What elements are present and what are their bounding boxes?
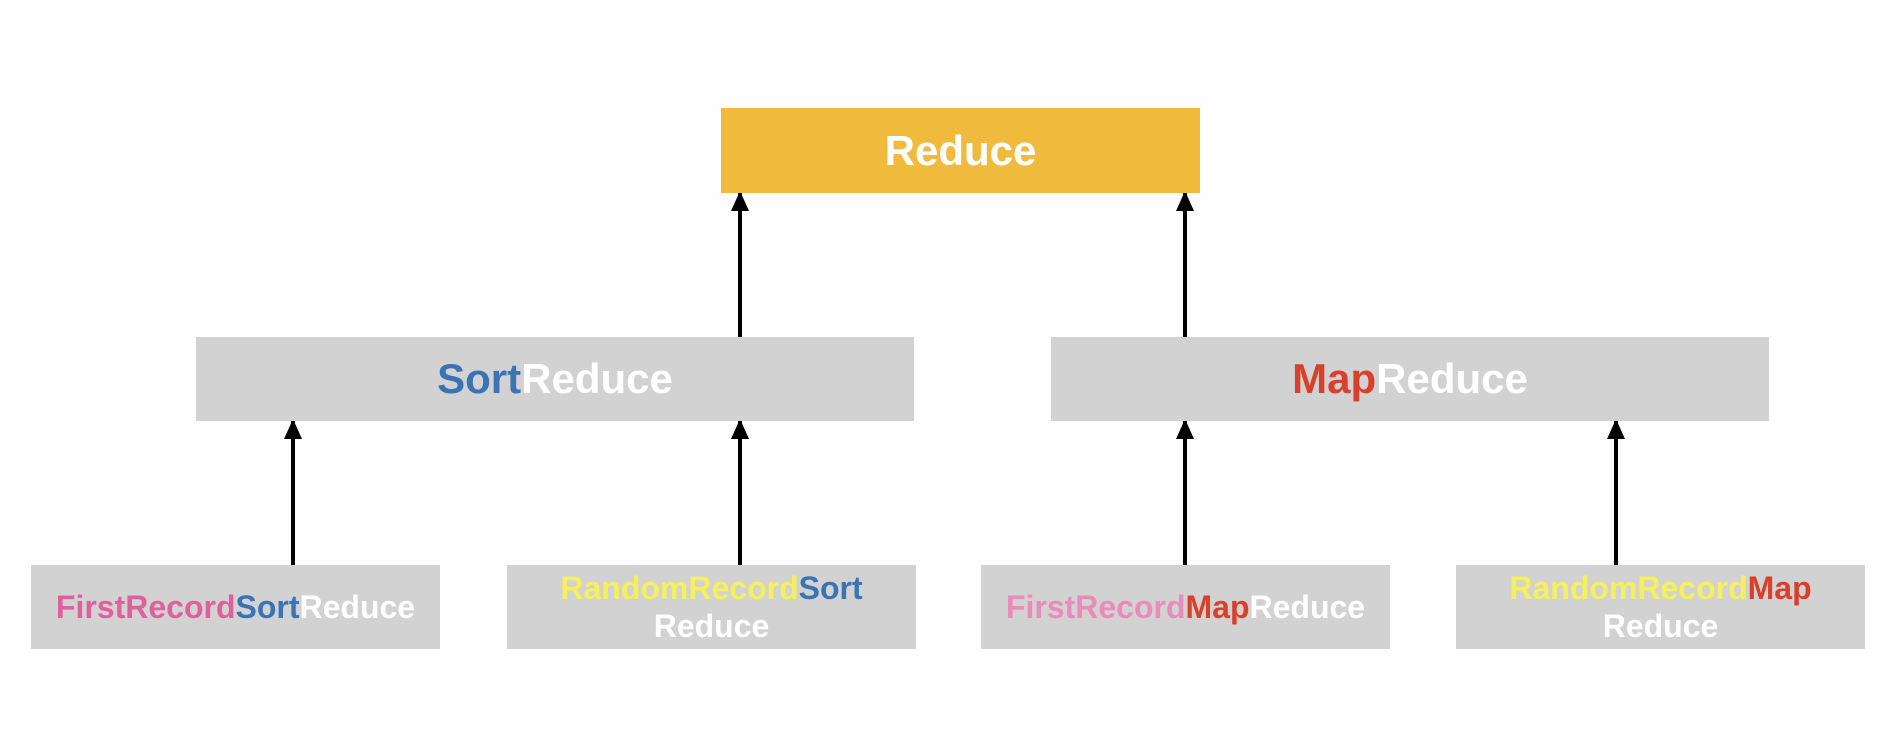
first-record-sort-part3: Reduce (299, 589, 416, 625)
sort-reduce-suffix: Reduce (521, 355, 673, 402)
first-record-sort-part2: Sort (235, 589, 300, 625)
first-record-map-reduce-node: FirstRecordMapReduce (981, 565, 1390, 649)
random-record-map-part1: RandomRecord (1509, 570, 1748, 606)
arrowhead-frs-to-sortreduce (284, 419, 302, 439)
first-record-map-part1: FirstRecord (1005, 589, 1186, 625)
first-record-sort-part1: FirstRecord (55, 589, 236, 625)
first-record-map-part2: Map (1185, 589, 1250, 625)
arrowhead-mapreduce-to-reduce (1176, 191, 1194, 211)
random-record-map-part2: Map (1747, 570, 1812, 606)
random-record-map-line1: RandomRecordMap (1509, 569, 1811, 607)
sort-reduce-prefix: Sort (437, 355, 522, 402)
random-record-map-part3: Reduce (1602, 608, 1719, 644)
random-record-sort-reduce-node: RandomRecordSort Reduce (507, 565, 916, 649)
random-record-sort-part3: Reduce (653, 608, 770, 644)
random-record-sort-part1: RandomRecord (560, 570, 799, 606)
arrowhead-rrs-to-sortreduce (731, 419, 749, 439)
map-reduce-suffix: Reduce (1376, 355, 1528, 402)
random-record-map-reduce-node: RandomRecordMap Reduce (1456, 565, 1865, 649)
first-record-map-reduce-label: FirstRecordMapReduce (1006, 588, 1365, 626)
arrowhead-frm-to-mapreduce (1176, 419, 1194, 439)
first-record-map-part3: Reduce (1249, 589, 1366, 625)
arrowhead-sortreduce-to-reduce (731, 191, 749, 211)
random-record-sort-line1: RandomRecordSort (560, 569, 862, 607)
first-record-sort-reduce-label: FirstRecordSortReduce (56, 588, 415, 626)
reduce-node: Reduce (721, 108, 1200, 193)
map-reduce-prefix: Map (1292, 355, 1377, 402)
reduce-node-label: Reduce (884, 126, 1037, 174)
arrowhead-rrm-to-mapreduce (1607, 419, 1625, 439)
random-record-sort-part2: Sort (798, 570, 863, 606)
first-record-sort-reduce-node: FirstRecordSortReduce (31, 565, 440, 649)
